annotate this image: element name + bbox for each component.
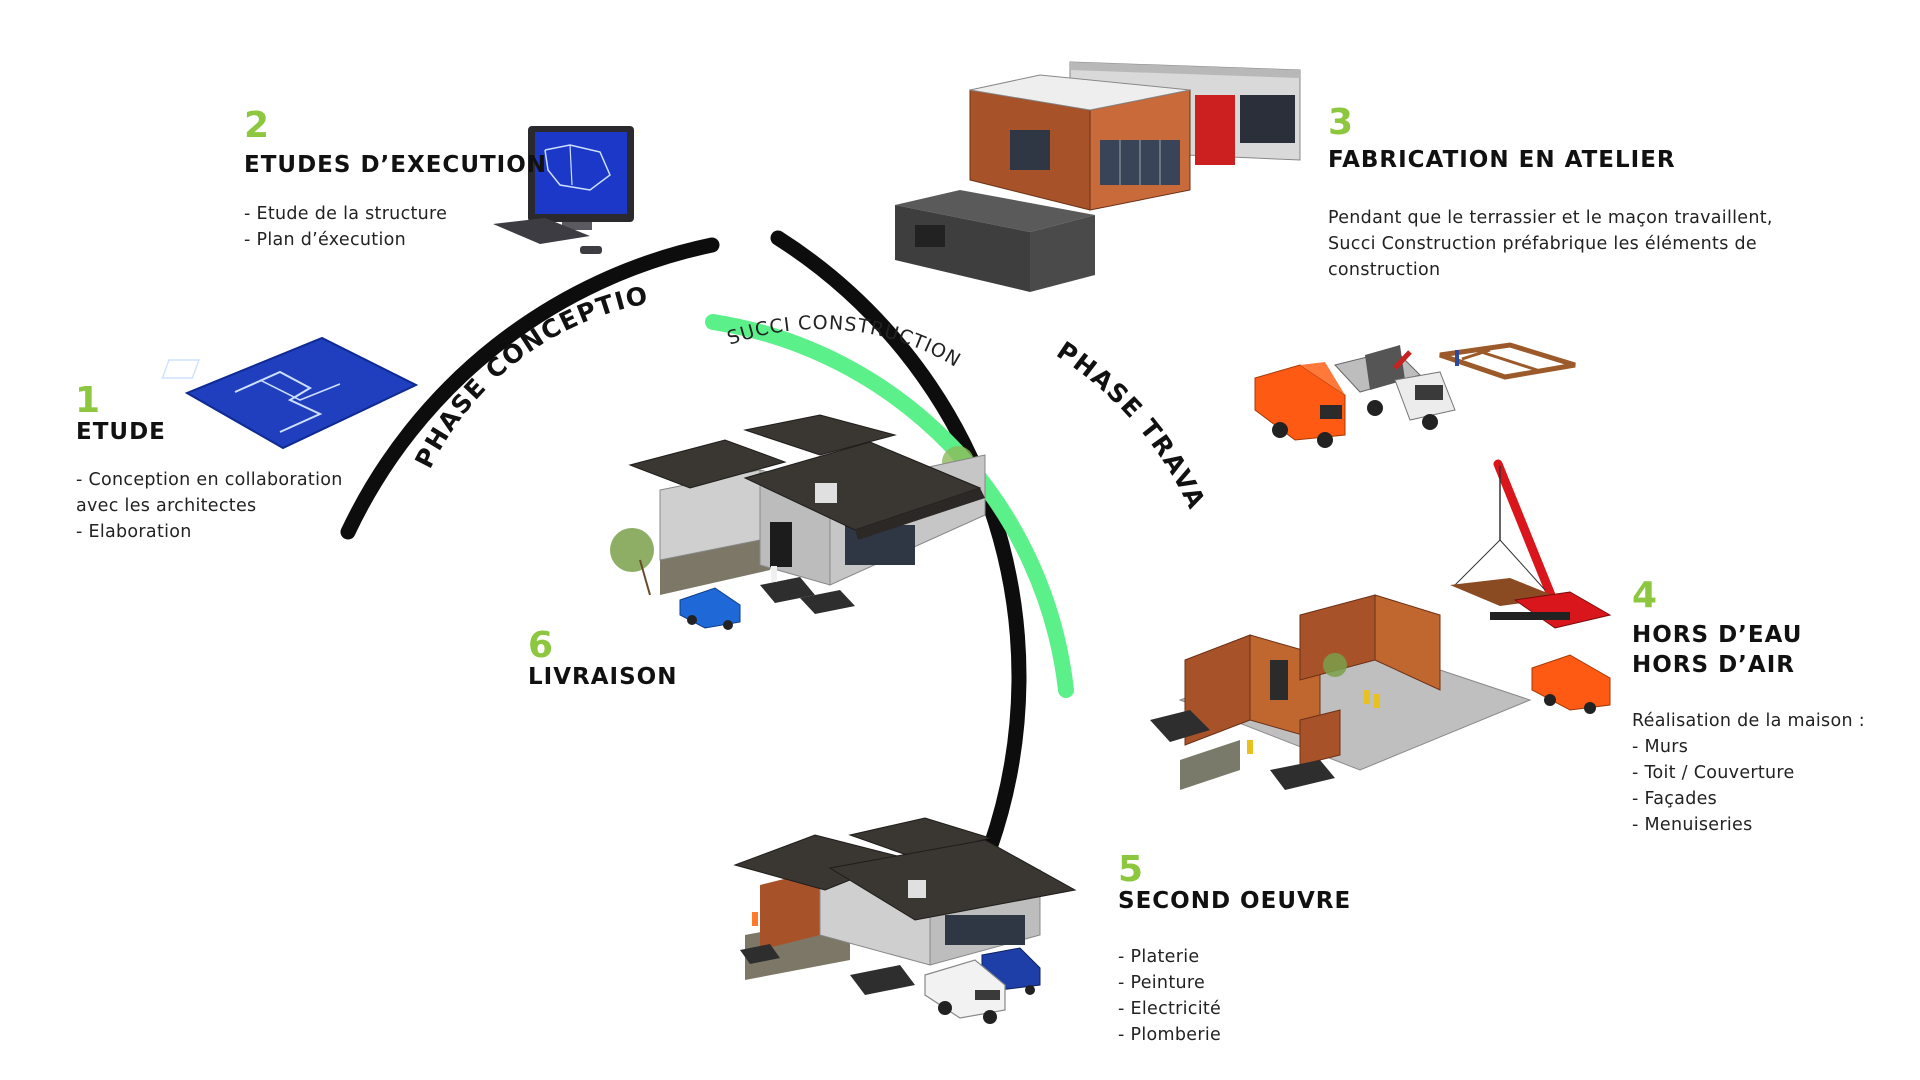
step-4-number: 4 [1632,575,1658,616]
blueprint-plan-icon [161,336,419,450]
step-4-line: - Façades [1632,789,1718,809]
step-1-line: avec les architectes [76,496,257,516]
step-6-title: LIVRAISON [528,664,678,690]
step-3-description: Pendant que le terrassier et le maçon tr… [1328,205,1773,283]
step-3-line: Pendant que le terrassier et le maçon tr… [1328,208,1773,228]
workshop-building-icon [895,61,1301,292]
step-5-line: - Plomberie [1118,1025,1222,1045]
step-4-line: - Murs [1632,737,1689,757]
step-4-description: Réalisation de la maison : - Murs - Toit… [1632,708,1865,838]
step-2-line: - Plan d’éxecution [244,230,407,250]
step-1-description: - Conception en collaboration avec les a… [76,467,343,545]
step-1-title: ETUDE [76,419,166,445]
step-3-title: FABRICATION EN ATELIER [1328,147,1676,173]
step-2-line: - Etude de la structure [244,204,448,224]
step-4-line: - Menuiseries [1632,815,1753,835]
step-5-description: - Platerie - Peinture - Electricité - Pl… [1118,944,1221,1048]
company-arc [705,314,1074,698]
desktop-computer-icon [493,126,634,254]
step-3-number: 3 [1328,102,1354,143]
conception-arc [340,237,720,540]
step-4-line: - Toit / Couverture [1632,763,1795,783]
step-1-line: - Conception en collaboration [76,470,343,490]
step-3-line: Succi Construction préfabrique les éléme… [1328,234,1757,254]
step-4-title: HORS D’EAU HORS D’AIR [1632,622,1803,678]
step-4-line: Réalisation de la maison : [1632,711,1865,731]
finished-house-icon [610,414,986,630]
step-2-title: ETUDES D’EXECUTION [244,152,548,178]
step-5-number: 5 [1118,849,1144,890]
step-6-number: 6 [528,625,554,666]
step-3-line: construction [1328,260,1441,280]
crane-house-frame-icon [1150,459,1612,790]
step-2-number: 2 [244,105,270,146]
step-5-line: - Platerie [1118,947,1200,967]
step-2-description: - Etude de la structure - Plan d’éxecuti… [244,201,447,253]
house-with-cars-icon [733,817,1077,1024]
step-1-line: - Elaboration [76,522,192,542]
step-5-line: - Electricité [1118,999,1222,1019]
delivery-trucks-icon [1254,342,1576,448]
step-5-line: - Peinture [1118,973,1206,993]
step-1-number: 1 [75,380,101,421]
step-5-title: SECOND OEUVRE [1118,888,1352,914]
